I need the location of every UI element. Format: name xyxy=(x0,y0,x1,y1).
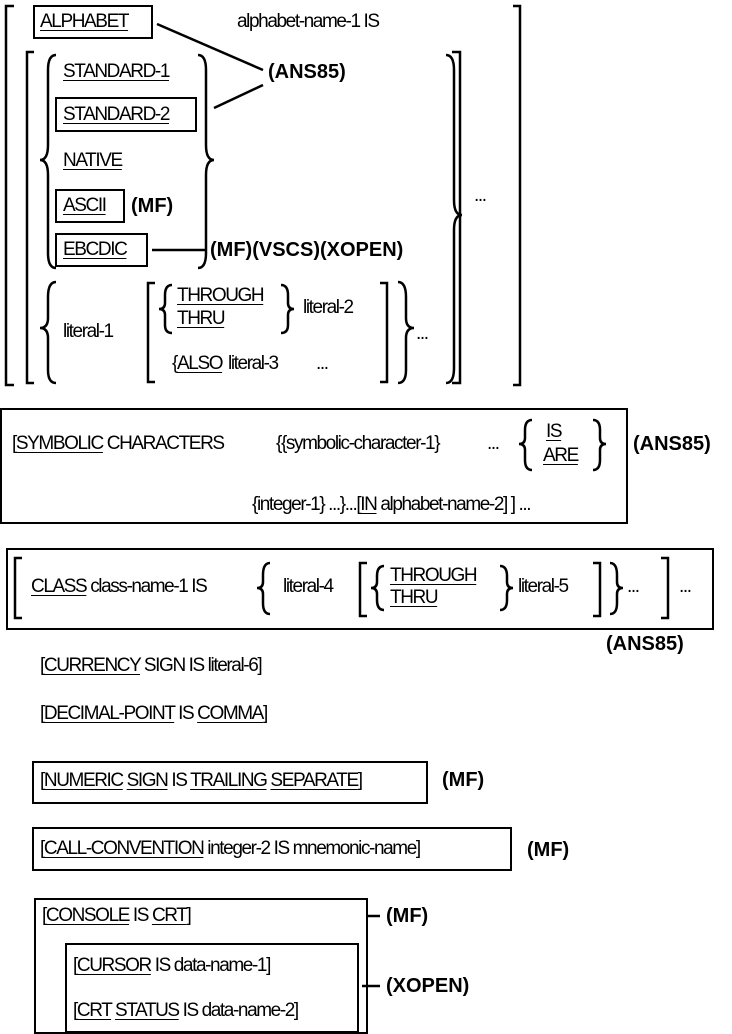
sign-keyword: SIGN xyxy=(126,770,169,791)
symbolic-open: [SYMBOLIC CHARACTERS xyxy=(12,433,225,454)
class-ellipsis-outer: ... xyxy=(679,576,692,597)
console-keyword: CONSOLE xyxy=(45,905,131,926)
symbolic-box xyxy=(0,408,628,524)
ebcdic-box xyxy=(55,233,148,267)
numeric-box xyxy=(32,761,428,804)
cursor-keyword: CURSOR xyxy=(76,955,152,976)
class-inner-left-bracket xyxy=(358,561,367,618)
crt-keyword: CRT xyxy=(151,905,188,926)
ans85-tag-symbolic: (ANS85) xyxy=(633,433,711,455)
call-box xyxy=(32,827,512,871)
symbolic-ellipsis: ... xyxy=(487,433,500,454)
mf-tag-ascii: (MF) xyxy=(131,195,174,217)
class-left-bracket xyxy=(13,556,22,620)
ans85-tag-class: (ANS85) xyxy=(606,633,684,655)
cursor-clause: [CURSOR IS data-name-1] xyxy=(73,955,271,976)
in-keyword: IN xyxy=(360,494,378,515)
alphabet-right-bracket xyxy=(452,50,462,385)
standard-left-brace xyxy=(39,53,57,270)
literal-right-brace xyxy=(397,280,415,385)
through-left-bracket xyxy=(146,281,155,384)
class-inner-right-bracket xyxy=(593,561,602,618)
class-right-bracket xyxy=(661,556,670,620)
alphabet-ellipsis: ... xyxy=(474,185,487,206)
class-left-brace xyxy=(256,561,271,616)
integer-1: {integer-1} ...}...[IN alphabet-name-2] … xyxy=(252,494,532,515)
class-box xyxy=(6,548,714,630)
class-clause: CLASS class-name-1 IS xyxy=(31,576,208,597)
mf-tag-console: (MF) xyxy=(386,905,429,927)
native: NATIVE xyxy=(63,150,123,171)
class-ellipsis: ... xyxy=(627,576,640,597)
console-clause: [CONSOLE IS CRT] xyxy=(42,905,192,926)
is-are-right-brace xyxy=(592,418,607,472)
numeric-clause: [NUMERIC SIGN IS TRAILING SEPARATE] xyxy=(40,770,363,791)
symbolic-keyword: SYMBOLIC xyxy=(15,433,104,454)
crt-status-kw2: STATUS xyxy=(114,1000,180,1021)
inner-left-bracket xyxy=(25,50,34,385)
standard-right-brace xyxy=(197,53,215,270)
literal-left-brace xyxy=(39,280,57,385)
class-inner-right-brace xyxy=(499,564,514,612)
through-keyword: THROUGH xyxy=(177,285,265,306)
alphabet-keyword: ALPHABET xyxy=(40,11,129,32)
class-through: THROUGH xyxy=(390,565,478,586)
thru-keyword: THRU xyxy=(177,308,226,329)
crt-status-clause: [CRT STATUS IS data-name-2] xyxy=(73,1000,299,1021)
through-left-brace xyxy=(158,283,173,335)
cursor-box xyxy=(65,943,359,1033)
comma-keyword: COMMA xyxy=(197,703,264,724)
xopen-tag-cursor: (XOPEN) xyxy=(386,975,470,997)
numeric-keyword: NUMERIC xyxy=(43,770,124,791)
crt-status-kw1: CRT xyxy=(76,1000,113,1021)
outer-left-bracket xyxy=(4,4,14,387)
literal-right-bracket xyxy=(380,281,389,384)
call-keyword: CALL-CONVENTION xyxy=(43,838,205,859)
decimal-keyword: DECIMAL-POINT xyxy=(43,703,176,724)
literal-3: literal-3 xyxy=(228,353,279,374)
symbolic-character: {{symbolic-character-1} xyxy=(276,433,441,454)
are-keyword: ARE xyxy=(543,445,579,466)
currency-clause: [CURRENCY SIGN IS literal-6] xyxy=(40,655,263,676)
also-ellipsis: ... xyxy=(316,353,329,374)
ans85-tag-alphabet: (ANS85) xyxy=(268,61,346,83)
ebcdic: EBCDIC xyxy=(63,239,128,260)
mf-tag-numeric: (MF) xyxy=(442,769,485,791)
through-right-brace xyxy=(280,283,295,335)
literal-ellipsis: ... xyxy=(416,323,429,344)
class-right-brace xyxy=(609,561,624,616)
also-keyword: ALSO xyxy=(177,353,223,374)
alphabet-name-is: alphabet-name-1 IS xyxy=(237,11,380,32)
standard-1: STANDARD-1 xyxy=(63,61,170,82)
outer-right-bracket xyxy=(513,4,522,387)
is-keyword: IS xyxy=(546,421,563,442)
literal-1: literal-1 xyxy=(63,321,114,342)
trailing-keyword: TRAILING xyxy=(190,770,268,791)
also-brace: { xyxy=(172,353,178,374)
mf-tag-call: (MF) xyxy=(527,839,570,861)
literal-5: literal-5 xyxy=(518,576,569,597)
ebcdic-tags: (MF)(VSCS)(XOPEN) xyxy=(210,239,404,261)
separate-keyword: SEPARATE xyxy=(270,770,359,791)
ascii-box xyxy=(55,189,125,223)
is-are-left-brace xyxy=(518,418,533,472)
literal-2: literal-2 xyxy=(303,297,354,318)
ascii: ASCII xyxy=(63,195,107,216)
standard-2-box xyxy=(55,97,197,132)
alpha-set-right-brace xyxy=(445,53,463,385)
call-clause: [CALL-CONVENTION integer-2 IS mnemonic-n… xyxy=(40,838,421,859)
class-inner-left-brace xyxy=(370,564,385,612)
currency-keyword: CURRENCY xyxy=(43,655,142,676)
alphabet-box xyxy=(33,5,153,39)
standard-2: STANDARD-2 xyxy=(63,104,170,125)
decimal-clause: [DECIMAL-POINT IS COMMA] xyxy=(40,703,268,724)
class-thru: THRU xyxy=(390,587,439,608)
class-keyword: CLASS xyxy=(31,576,88,597)
literal-4: literal-4 xyxy=(283,576,334,597)
console-box xyxy=(34,898,368,1034)
